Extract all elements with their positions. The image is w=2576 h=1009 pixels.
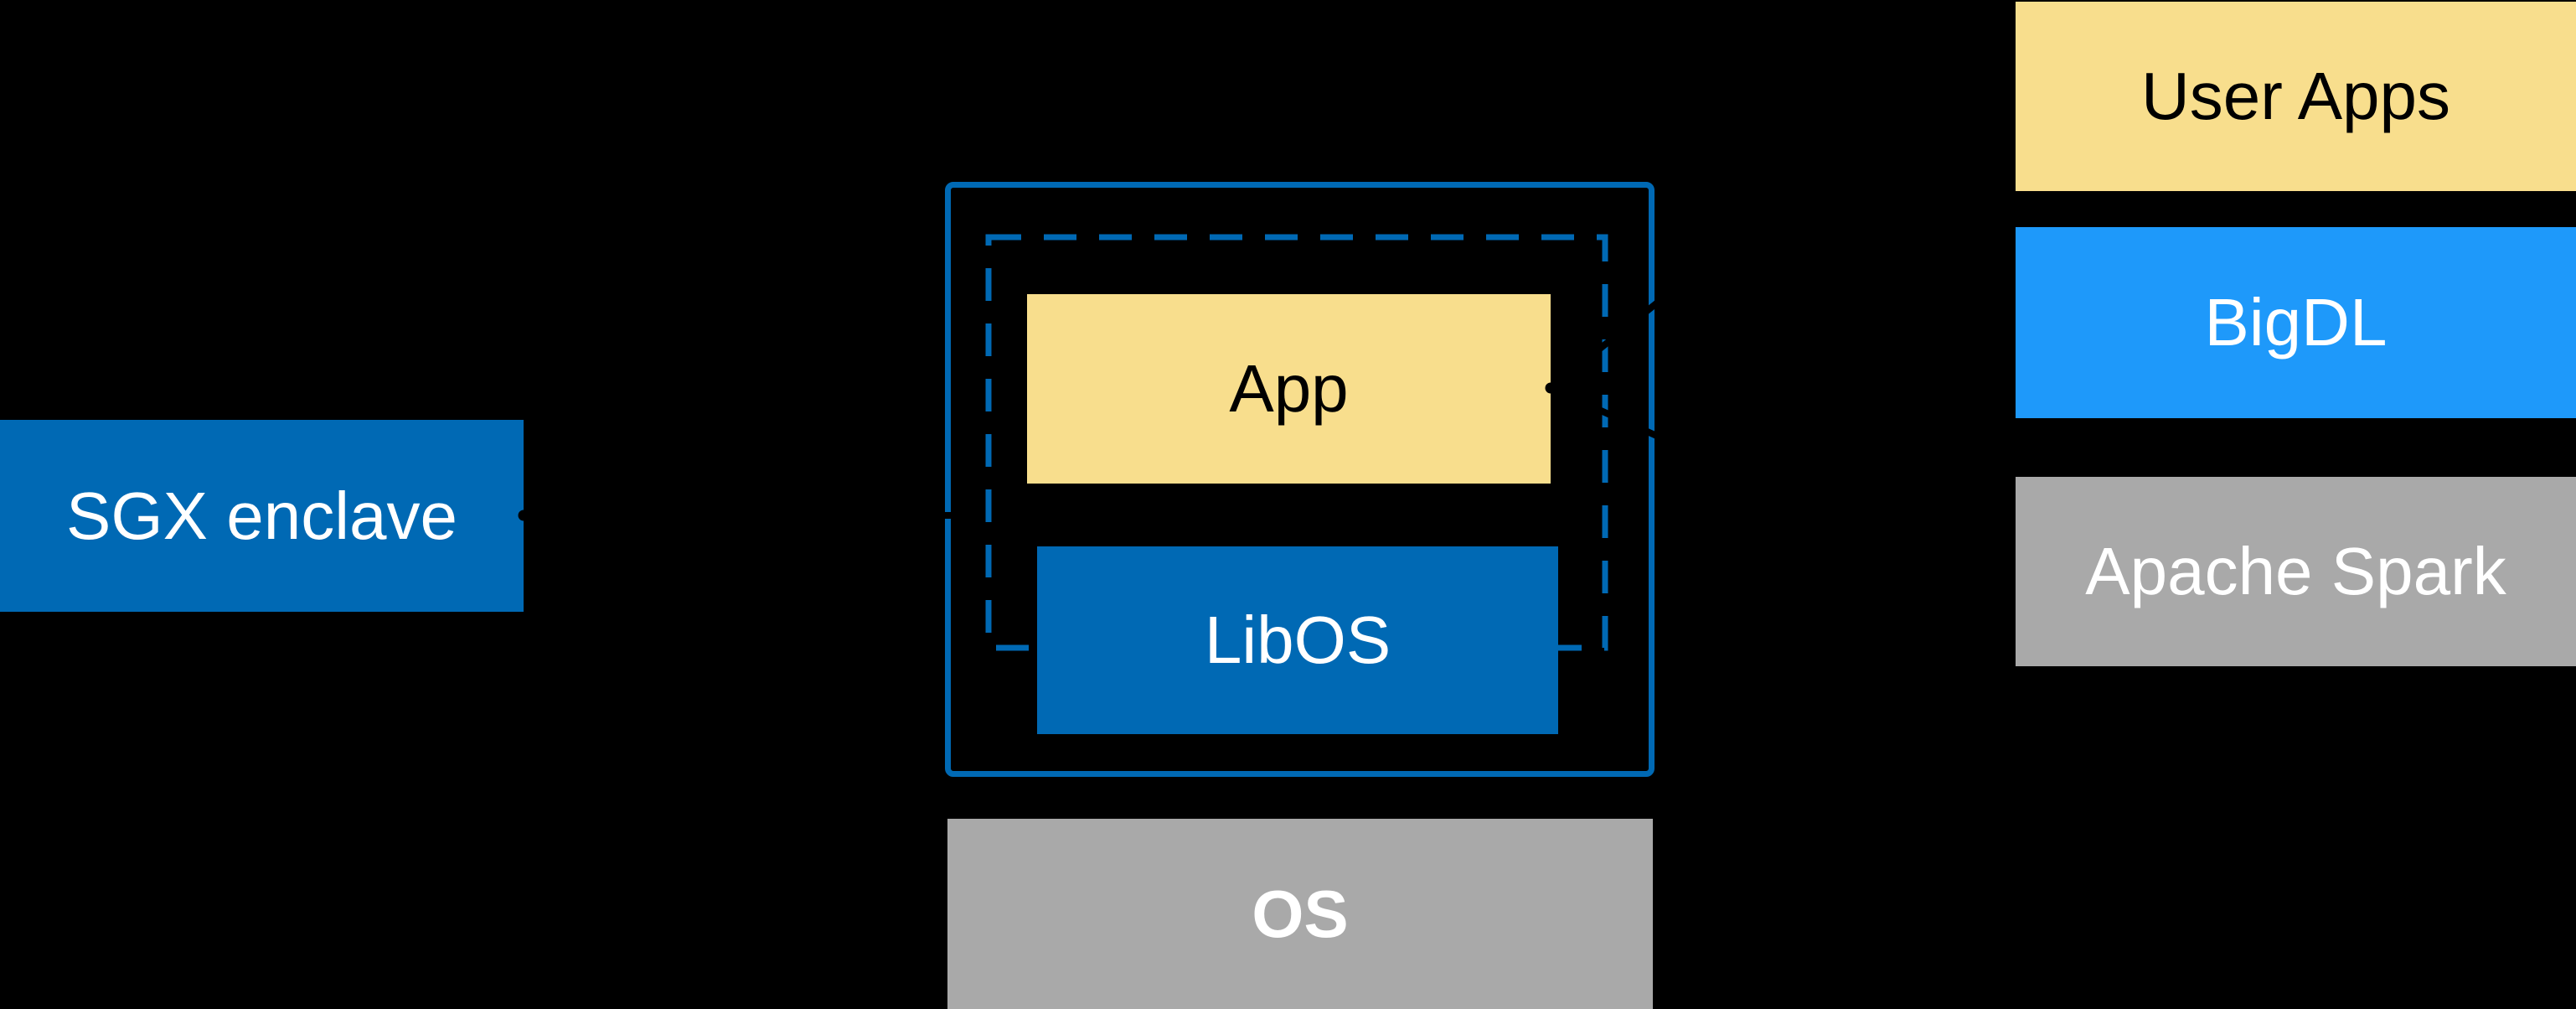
apache-spark-box: Apache Spark: [2016, 477, 2576, 666]
app-label: App: [1229, 351, 1349, 426]
apache-spark-label: Apache Spark: [2085, 534, 2506, 608]
user-apps-label: User Apps: [2140, 59, 2451, 133]
sgx-enclave-label: SGX enclave: [66, 478, 457, 553]
bigdl-label: BigDL: [2204, 285, 2388, 360]
libos-label: LibOS: [1204, 603, 1391, 677]
libos-box: LibOS: [1037, 546, 1558, 734]
bigdl-box: BigDL: [2016, 227, 2576, 418]
os-label: OS: [1252, 876, 1349, 951]
sgx-enclave-box: SGX enclave: [0, 420, 524, 612]
os-box: OS: [947, 819, 1653, 1009]
app-box: App: [1027, 294, 1551, 484]
user-apps-box: User Apps: [2016, 2, 2576, 191]
